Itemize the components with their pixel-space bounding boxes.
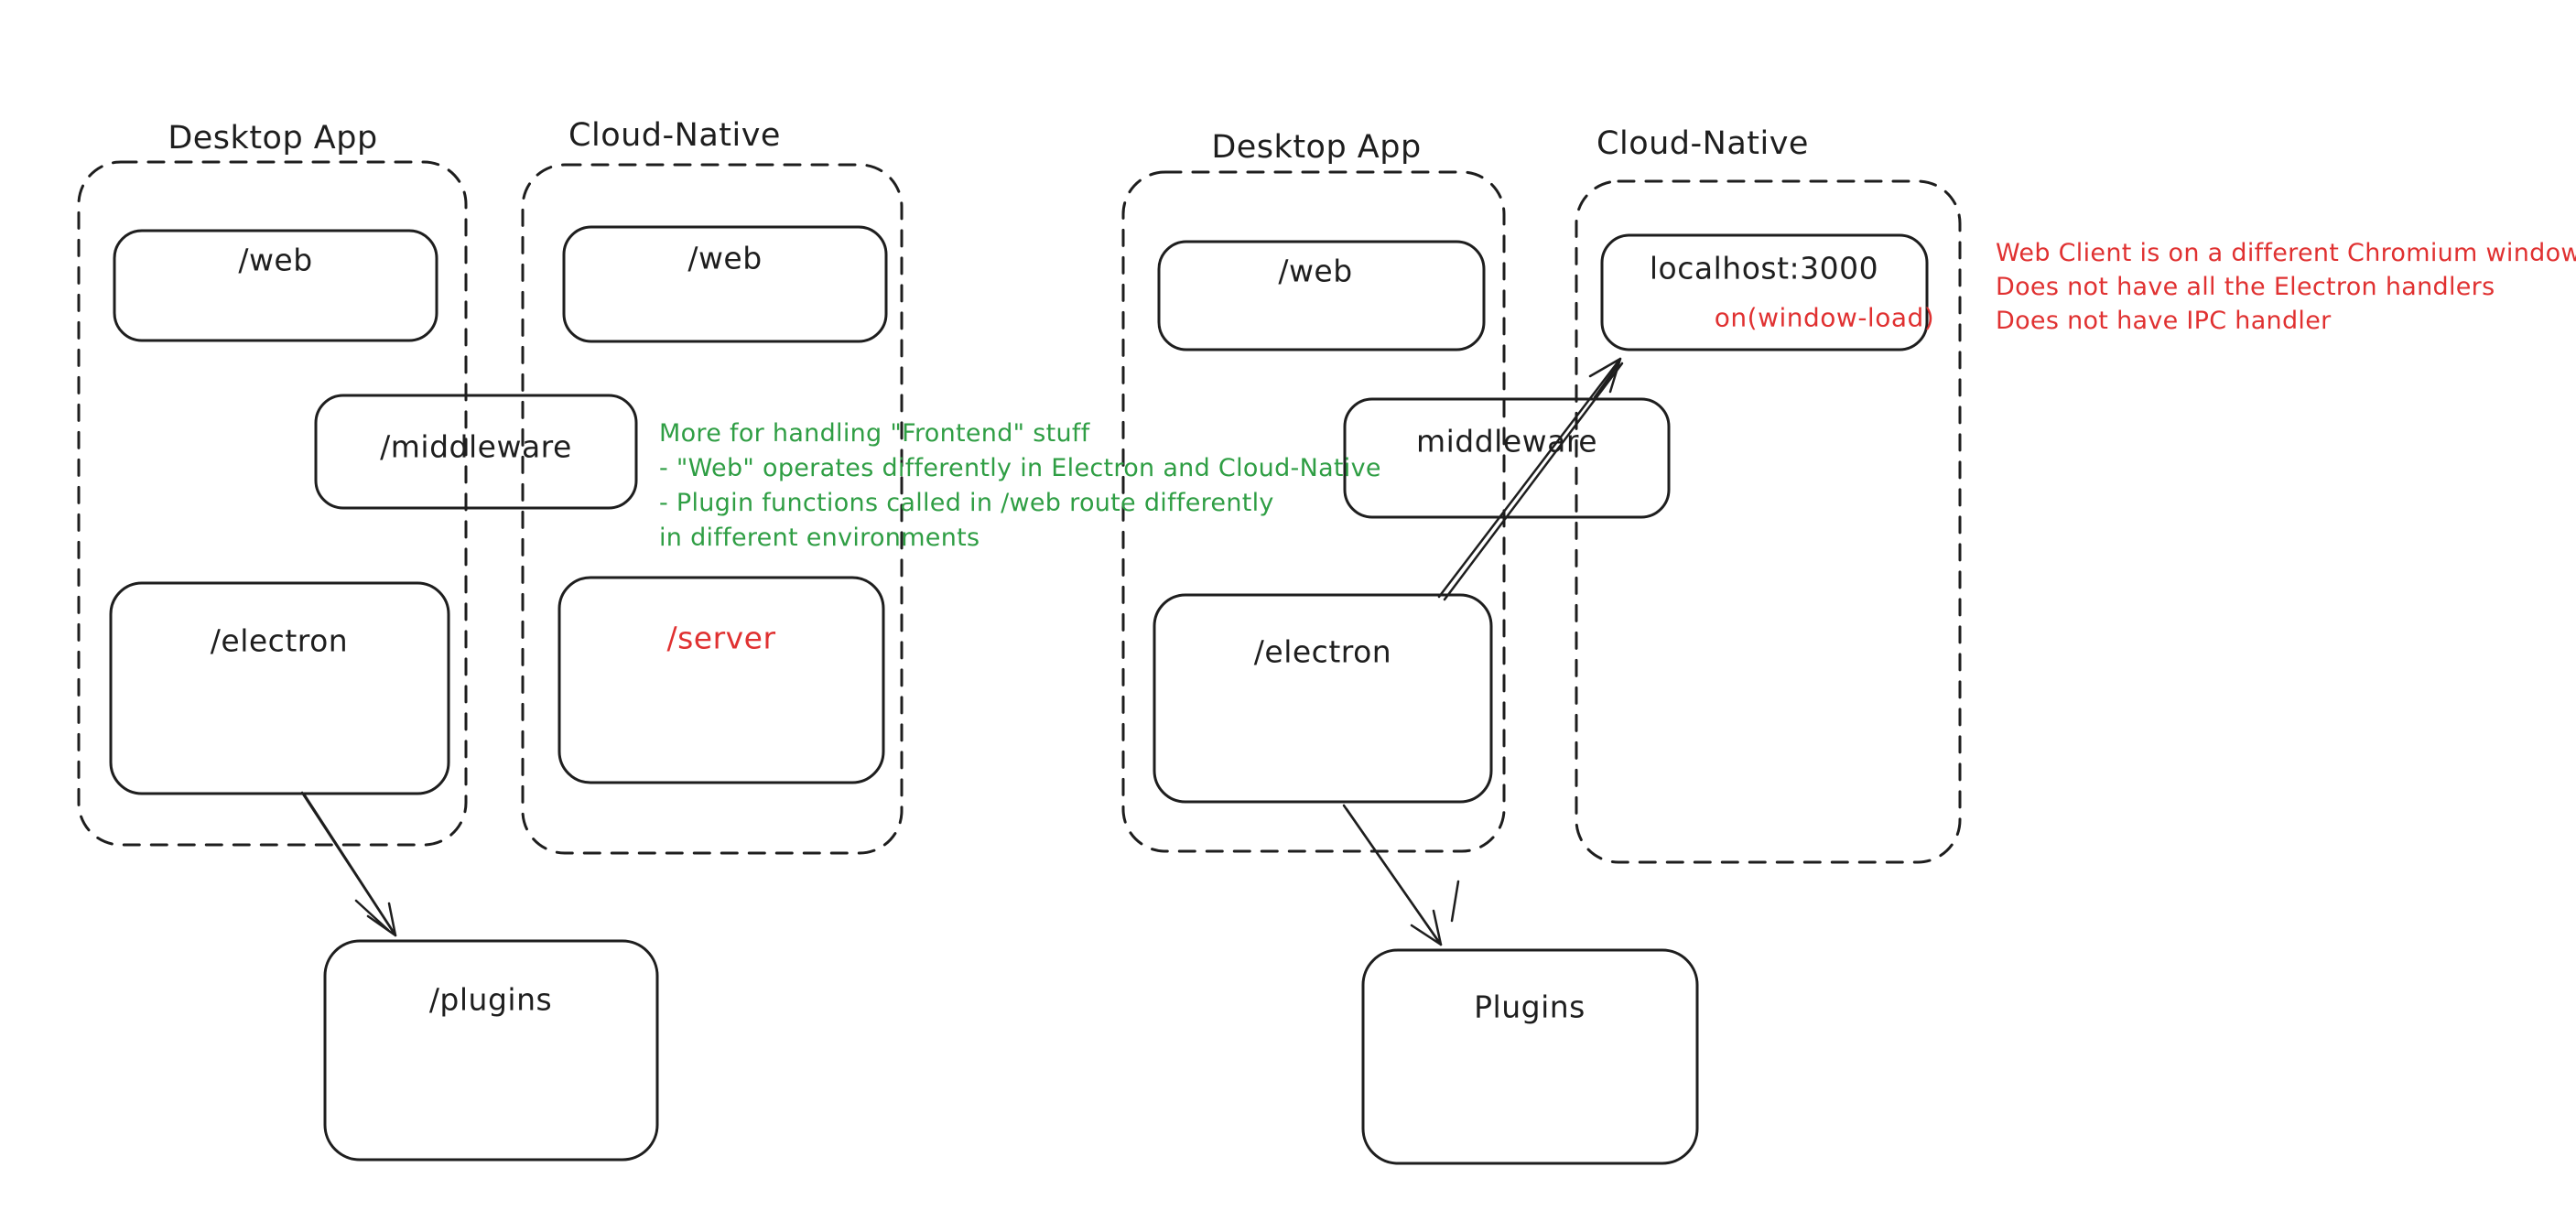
middleware-box-left-label: /middleware [380,428,572,465]
web-box-left-cloud [562,225,888,343]
electron-box-left [109,581,450,795]
red-annotation: Web Client is on a different Chromium wi… [1996,236,2576,338]
server-box-left [557,576,885,784]
plugins-box-left [323,939,659,1162]
middleware-box-left [314,394,638,510]
red-annotation-line: Web Client is on a different Chromium wi… [1996,239,2576,267]
localhost-box-label: localhost:3000 [1649,250,1879,286]
web-box-left-desktop-label: /web [238,242,313,278]
arrow-electron-to-plugins-right [1342,804,1460,946]
plugins-box-left-label: /plugins [428,981,553,1018]
arrow-electron-to-localhost-right [1437,357,1624,601]
desktop-app-title-right: Desktop App [1211,129,1422,166]
plugins-box-right-label: Plugins [1474,989,1586,1025]
web-box-left-desktop [113,229,438,342]
web-box-left-cloud-label: /web [687,240,763,276]
plugins-box-right [1361,948,1699,1165]
localhost-box-right [1600,233,1929,351]
green-annotation: More for handling "Frontend" stuff - "We… [659,416,1381,556]
green-annotation-line: - "Web" operates differently in Electron… [659,454,1381,482]
desktop-app-title-left: Desktop App [168,120,378,157]
localhost-window-load-label: on(window-load) [1714,302,1935,333]
cloud-native-title-right: Cloud-Native [1596,125,1809,162]
desktop-app-container-left [77,160,468,847]
cloud-native-title-left: Cloud-Native [568,117,781,154]
cloud-native-container-right [1575,179,1962,864]
electron-box-right [1153,593,1493,804]
arrow-electron-to-plugins-left [300,791,397,937]
web-box-right [1157,240,1486,351]
web-box-right-label: /web [1278,253,1353,289]
green-annotation-line: - Plugin functions called in /web route … [659,489,1274,517]
middleware-box-right-label: middleware [1415,423,1598,459]
red-annotation-line: Does not have IPC handler [1996,307,2332,335]
cloud-native-container-left [521,163,904,855]
green-annotation-line: in different environments [659,524,980,552]
server-box-left-label: /server [666,620,776,656]
red-annotation-line: Does not have all the Electron handlers [1996,273,2495,301]
electron-box-right-label: /electron [1253,633,1392,670]
green-annotation-line: More for handling "Frontend" stuff [659,419,1090,448]
electron-box-left-label: /electron [210,622,349,659]
